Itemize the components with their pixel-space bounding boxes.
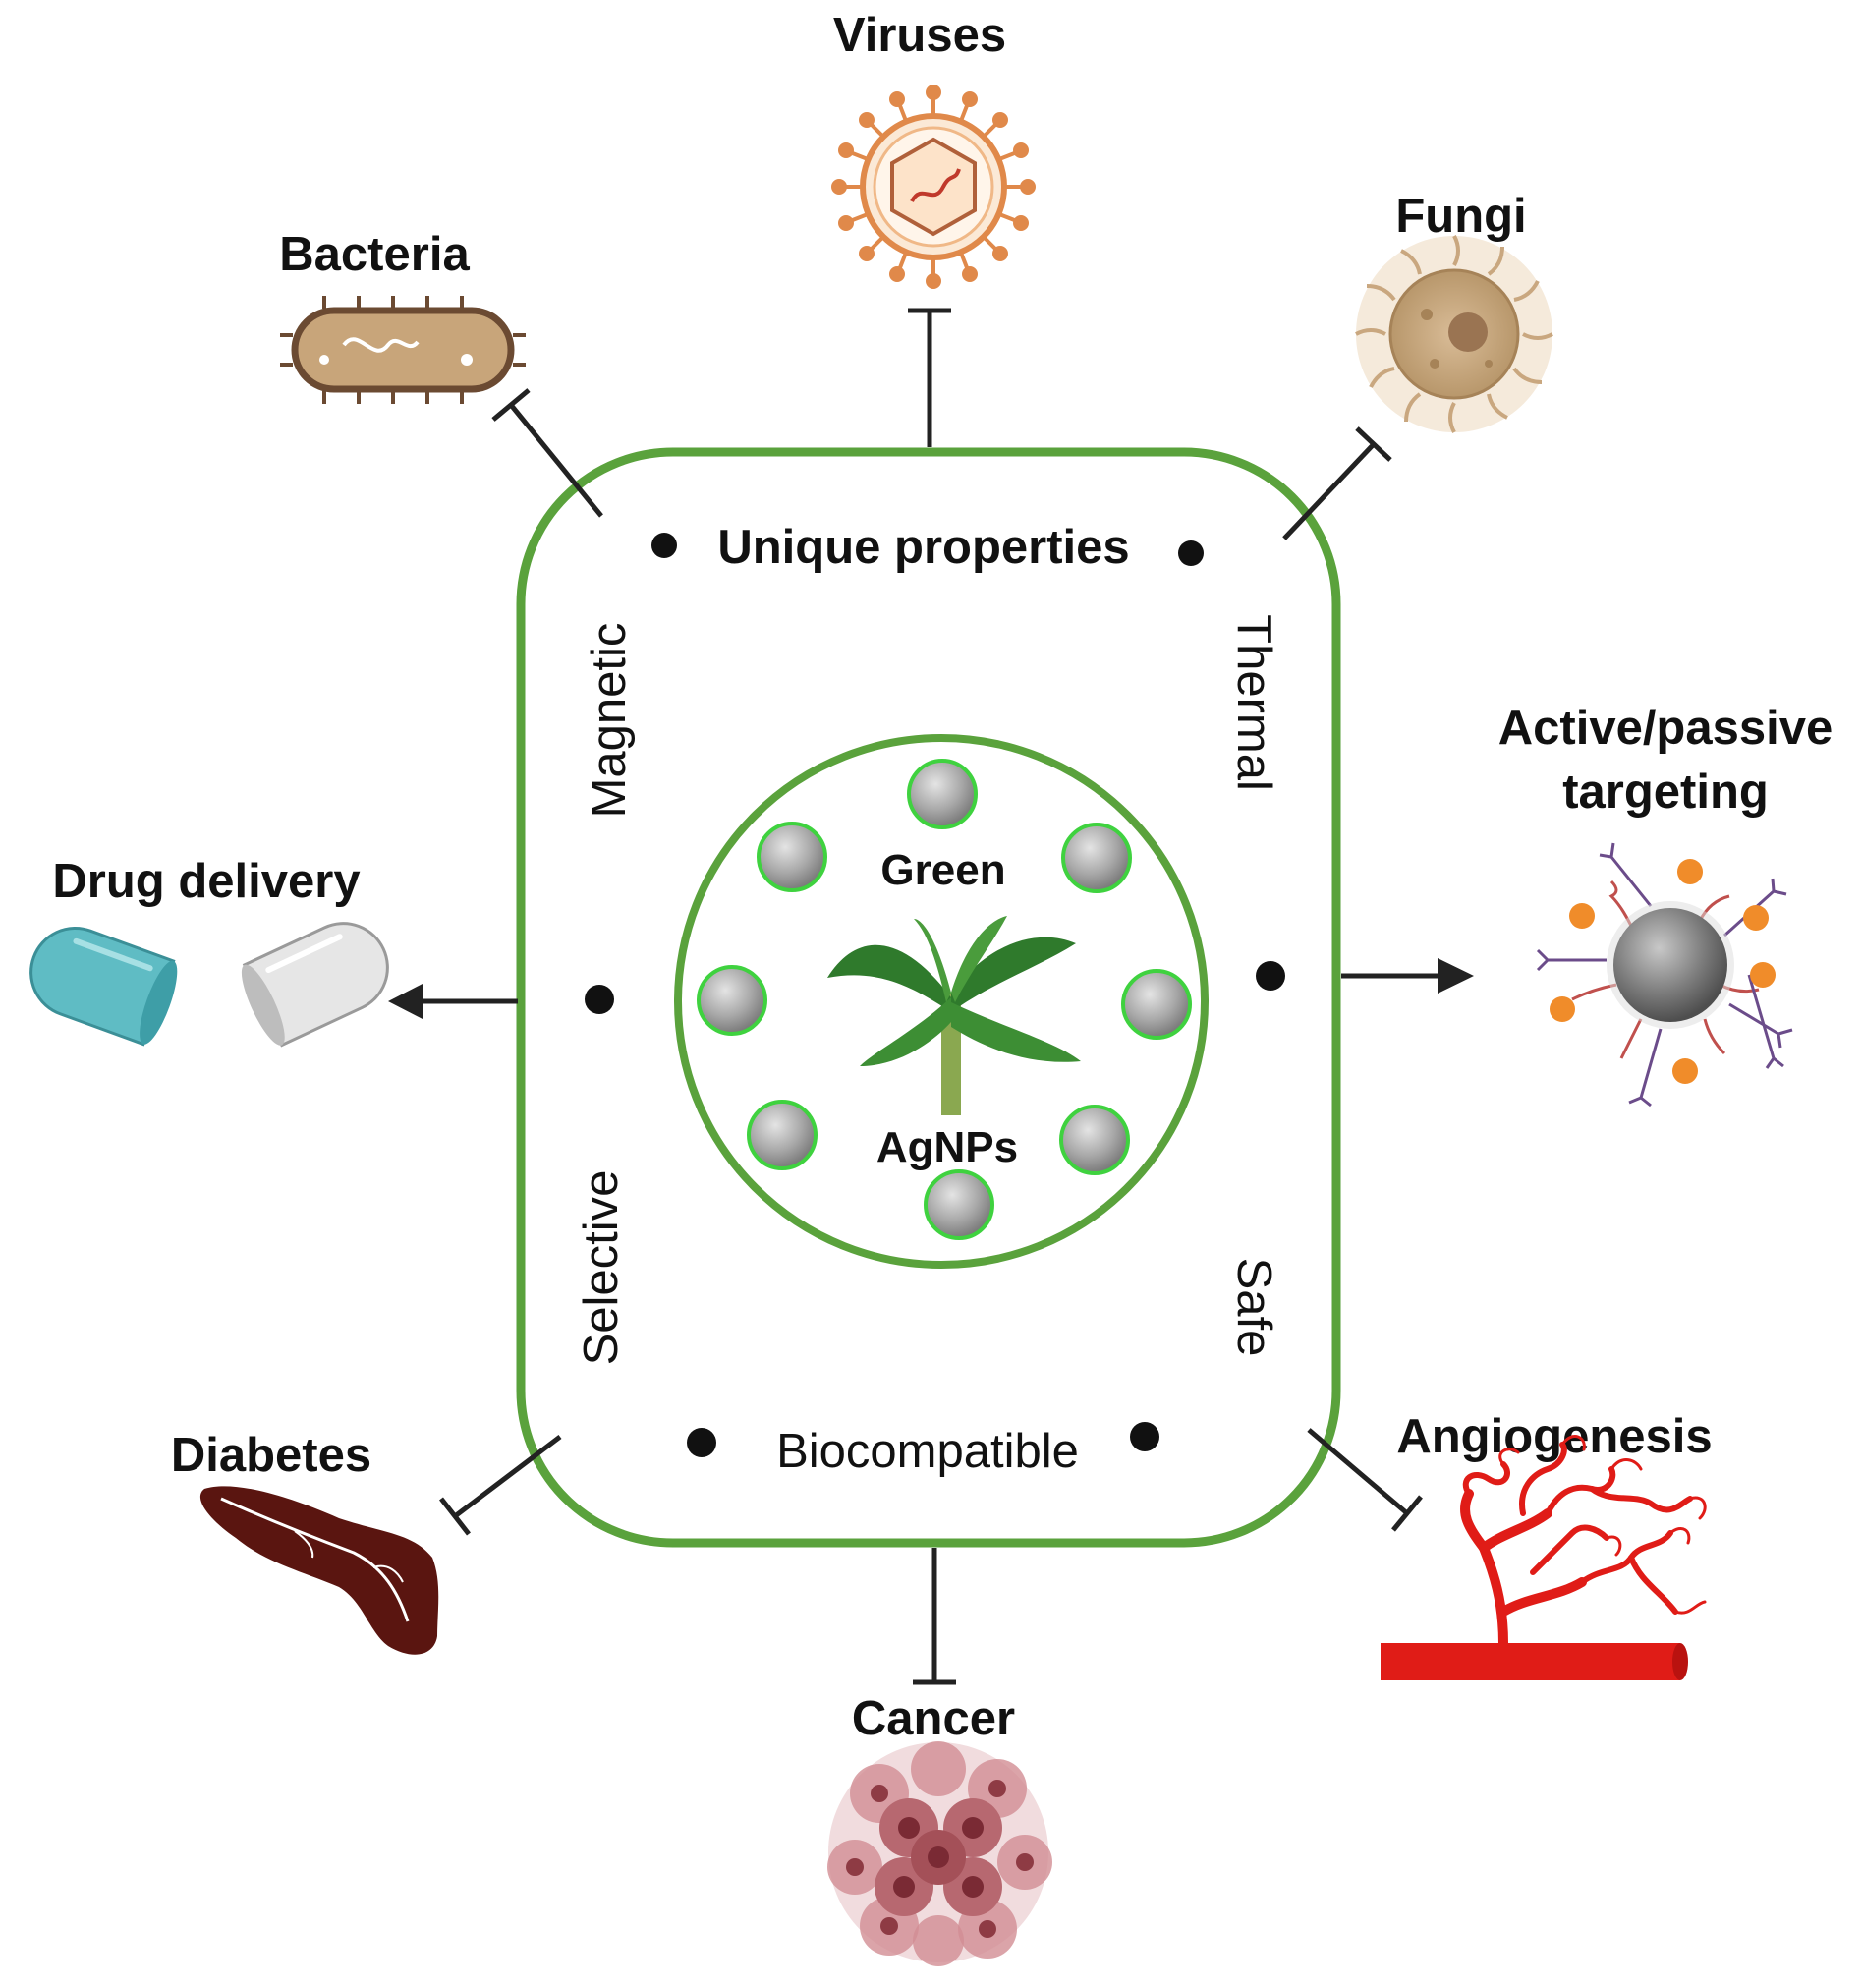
bullet-dot: [585, 985, 614, 1014]
label-drug-delivery: Drug delivery: [52, 855, 360, 908]
capsule-icon: [29, 922, 389, 1048]
label-selective: Selective: [575, 1170, 628, 1366]
bullet-dot: [1256, 961, 1285, 991]
nanoparticle: [907, 759, 978, 829]
banana-plant-icon: [827, 916, 1081, 1115]
pancreas-icon: [199, 1486, 439, 1655]
virus-icon: [831, 85, 1036, 289]
nanoparticle: [1121, 969, 1192, 1040]
center-word-green: Green: [880, 846, 1005, 894]
label-targeting-line2: targeting: [1562, 766, 1769, 819]
properties-title: Unique properties: [717, 521, 1129, 574]
label-safe: Safe: [1227, 1258, 1280, 1357]
bullet-dot: [1178, 540, 1204, 566]
label-bacteria: Bacteria: [279, 228, 470, 281]
label-magnetic: Magnetic: [583, 623, 636, 819]
label-viruses: Viruses: [833, 9, 1006, 62]
center-word-agnps: AgNPs: [876, 1123, 1018, 1171]
nanoparticle: [757, 822, 827, 892]
label-diabetes: Diabetes: [171, 1429, 371, 1482]
nanoparticles: [697, 759, 1192, 1240]
arrowhead: [388, 984, 423, 1019]
bullet-dot: [1130, 1422, 1159, 1451]
label-targeting-line1: Active/passive: [1498, 702, 1834, 755]
label-biocompatible: Biocompatible: [776, 1425, 1079, 1478]
cancer-cells-icon: [827, 1741, 1052, 1966]
bullet-dot: [651, 533, 677, 558]
nanoparticle: [747, 1100, 818, 1170]
bullet-dot: [687, 1428, 716, 1457]
connectors: [439, 308, 1423, 1685]
nanoparticle: [924, 1169, 994, 1240]
arrowhead: [1438, 958, 1474, 994]
fungi-icon: [1355, 235, 1553, 433]
label-thermal: Thermal: [1227, 614, 1280, 791]
label-angiogenesis: Angiogenesis: [1396, 1410, 1712, 1463]
nanoparticle: [1061, 823, 1132, 893]
nanoparticle: [697, 965, 767, 1036]
label-fungi: Fungi: [1395, 190, 1526, 243]
label-cancer: Cancer: [852, 1692, 1015, 1745]
nanoparticle: [1059, 1105, 1130, 1175]
bacteria-icon: [280, 296, 526, 404]
blood-vessel-icon: [1381, 1435, 1707, 1680]
targeted-nanoparticle-icon: [1536, 842, 1793, 1108]
